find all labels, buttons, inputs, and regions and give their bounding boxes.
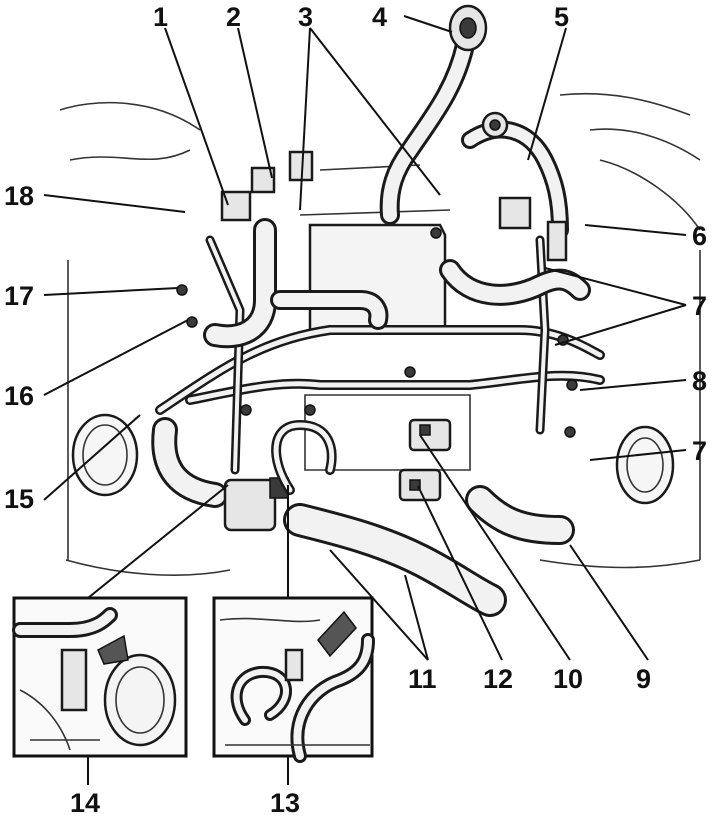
- callout-6: 6: [692, 221, 707, 251]
- callout-5: 5: [554, 2, 569, 32]
- detail-arrow: [317, 610, 357, 658]
- callout-16: 16: [4, 381, 34, 411]
- callout-17: 17: [4, 281, 34, 311]
- callout-2: 2: [226, 2, 241, 32]
- callout-9: 9: [636, 664, 651, 694]
- callout-11: 11: [408, 664, 437, 694]
- callout-13: 13: [270, 788, 300, 818]
- callout-4: 4: [372, 2, 387, 32]
- callout-10: 10: [553, 664, 583, 694]
- callout-18: 18: [4, 181, 34, 211]
- callout-3: 3: [298, 2, 313, 32]
- detail-arrow: [97, 634, 129, 665]
- callout-1: 1: [153, 2, 168, 32]
- engine-illustration: [59, 4, 701, 617]
- callout-15: 15: [4, 484, 34, 514]
- leader-lines: [43, 15, 687, 785]
- callout-7a: 7: [692, 291, 707, 321]
- callout-labels: 1 2 3 4 5 6 7 7 8 9 10 11 12 13 14 15 16…: [4, 2, 707, 818]
- detail-inset-left: [12, 596, 188, 758]
- detail-inset-center: [212, 596, 375, 763]
- callout-14: 14: [70, 788, 100, 818]
- callout-7b: 7: [692, 436, 707, 466]
- callout-8: 8: [692, 366, 707, 396]
- callout-12: 12: [483, 664, 513, 694]
